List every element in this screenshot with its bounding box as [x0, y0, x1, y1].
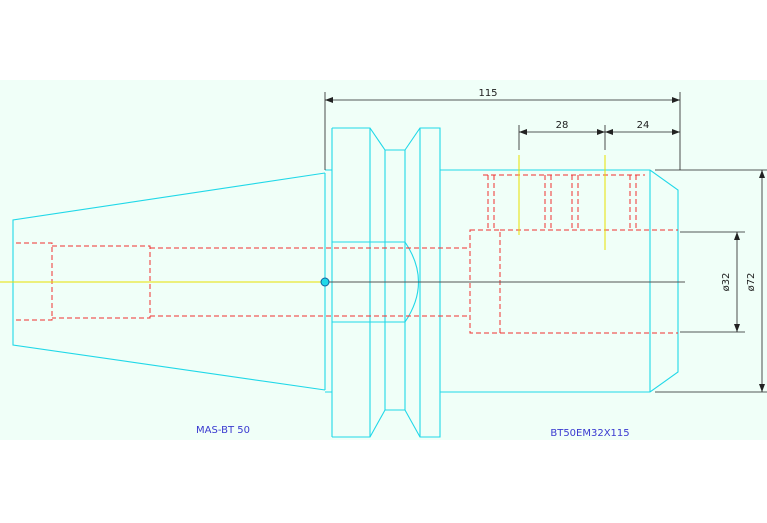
caption-right-model: BT50EM32X115 — [550, 428, 629, 439]
hidden-lines — [16, 174, 678, 334]
drawing-area — [0, 80, 767, 440]
dimension-lines — [324, 92, 767, 393]
caption-left-model: MAS-BT 50 — [196, 425, 250, 436]
dim-diameter-32: ø32 — [721, 273, 732, 292]
dim-24: 24 — [637, 120, 650, 131]
centerlines — [0, 155, 685, 287]
dim-diameter-72: ø72 — [746, 273, 757, 292]
dim-28: 28 — [556, 120, 569, 131]
dim-115: 115 — [478, 88, 497, 99]
